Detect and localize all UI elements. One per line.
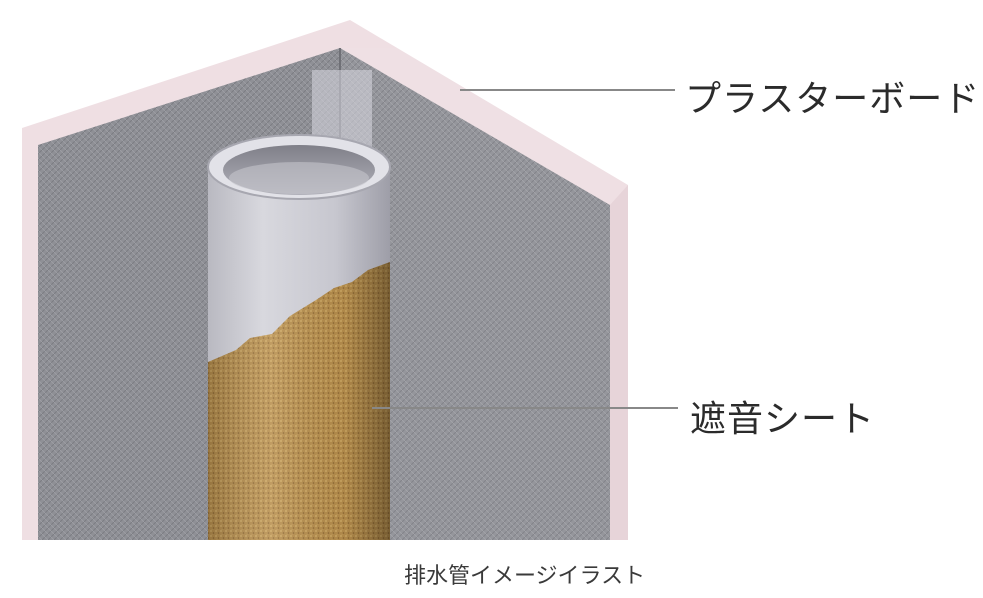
board-face-right: [340, 48, 610, 540]
sound-sheet-shade: [208, 262, 390, 540]
board-edge-right: [610, 185, 628, 540]
figure-caption: 排水管イメージイラスト: [404, 564, 646, 589]
label-sound-sheet: 遮音シート: [690, 399, 876, 440]
drain-pipe: [207, 70, 391, 540]
label-plaster-board: プラスターボード: [685, 79, 981, 120]
pipe-opening-highlight: [229, 162, 369, 194]
